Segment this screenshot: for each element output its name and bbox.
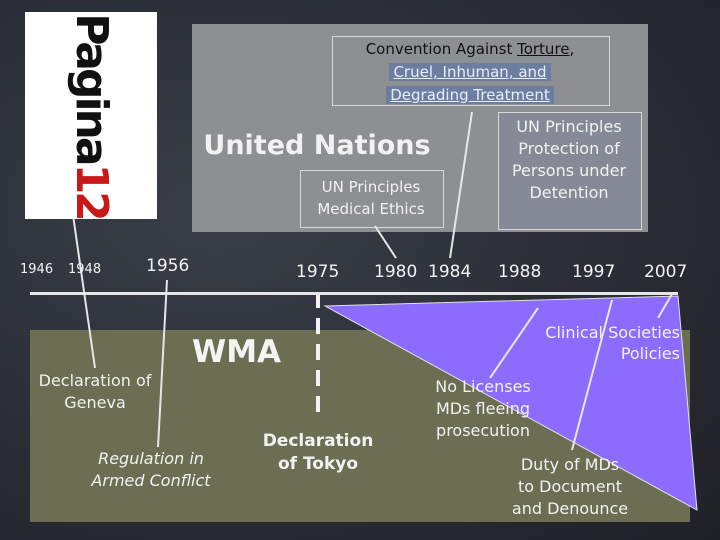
un-title: United Nations	[203, 130, 431, 161]
year-1975: 1975	[296, 262, 340, 282]
line-1948-geneva	[72, 214, 96, 369]
licenses-label: No Licenses MDs fleeing prosecution	[435, 377, 531, 440]
year-1997: 1997	[572, 262, 616, 282]
medical-ethics-label: UN Principles Medical Ethics	[317, 178, 425, 218]
pagina12-logo: Pagina12	[25, 12, 157, 219]
detention-box	[498, 112, 642, 230]
armed-conflict-label: Regulation in Armed Conflict	[91, 449, 211, 490]
line-1988-licenses	[489, 307, 539, 379]
year-1980: 1980	[374, 262, 418, 282]
year-1948: 1948	[68, 262, 102, 277]
line-2007-clinical	[657, 293, 673, 319]
tokyo-label: Declaration of Tokyo	[262, 431, 374, 474]
wma-title: WMA	[192, 334, 282, 370]
year-2007: 2007	[644, 262, 688, 282]
line-1980-ethics	[374, 225, 397, 259]
geneva-label: Declaration of Geneva	[38, 371, 152, 412]
torture-convention-box	[332, 36, 610, 106]
medical-ethics-box	[300, 170, 444, 228]
duty-label: Duty of MDs to Document and Denounce	[511, 455, 629, 518]
line-1997-duty	[571, 299, 613, 451]
year-1984: 1984	[428, 262, 472, 282]
torture-convention-label: Convention Against Torture, Cruel, Inhum…	[365, 40, 575, 104]
year-1946: 1946	[20, 262, 54, 277]
year-1988: 1988	[498, 262, 542, 282]
clinical-societies-label: Clinical Societies Policies	[545, 323, 680, 363]
clinical-wedge	[323, 295, 698, 511]
detention-label: UN Principles Protection of Persons unde…	[511, 117, 627, 202]
line-1984-torture	[449, 111, 473, 259]
line-1956-armed	[157, 279, 168, 448]
year-1956: 1956	[146, 256, 190, 276]
timeline-axis	[30, 292, 678, 295]
